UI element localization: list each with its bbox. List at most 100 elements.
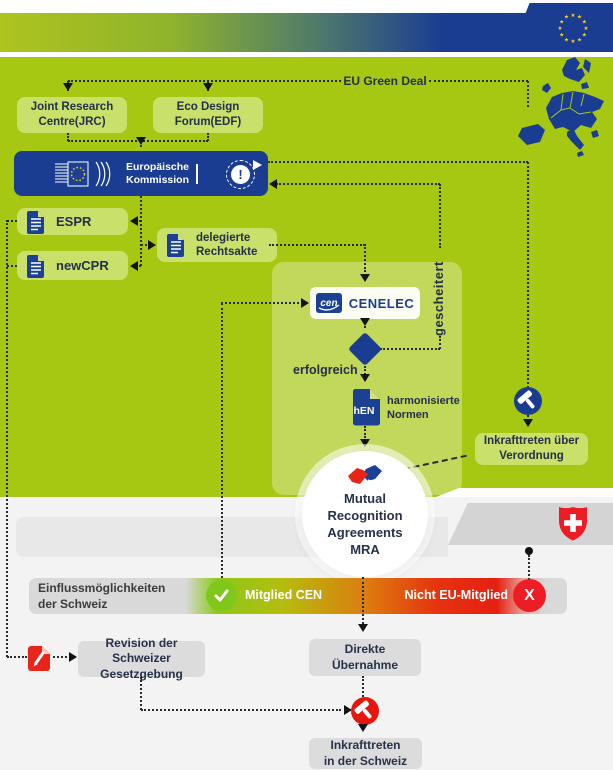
success-label: erfolgreich — [293, 363, 358, 377]
arrow-diamond — [360, 318, 370, 326]
arrow-espr — [130, 216, 138, 226]
arrow-mra-top — [360, 439, 370, 447]
arrow-into-commission — [269, 179, 277, 189]
arrow-entry — [358, 724, 368, 732]
greendeal-line-left — [68, 80, 341, 82]
arrow-revision — [69, 652, 77, 662]
svg-text:★: ★ — [564, 36, 569, 43]
svg-text:★: ★ — [571, 12, 576, 19]
failed-line-bottom — [439, 336, 441, 349]
svg-text:★: ★ — [582, 19, 587, 26]
dot-to-x-line — [528, 555, 530, 587]
document-icon — [167, 234, 184, 257]
arrow-gavel-red — [344, 705, 352, 715]
arrow-jrc — [63, 83, 73, 91]
member-cen-horiz — [221, 302, 299, 304]
pencil-icon — [28, 646, 50, 671]
x-icon: X — [513, 579, 546, 612]
document-icon — [27, 210, 44, 234]
commission-divider — [196, 163, 199, 184]
arrow-commission — [136, 137, 146, 145]
delegierte-branch — [141, 244, 147, 246]
revision-down — [140, 677, 142, 710]
svg-text:★: ★ — [577, 36, 582, 43]
arrow-cen-left — [301, 298, 309, 308]
svg-text:hEN: hEN — [354, 405, 375, 417]
failed-label: gescheitert — [431, 261, 446, 336]
commission-label: Europäische Kommission — [126, 161, 190, 186]
commission-out-arrow — [253, 160, 262, 170]
influence-bar — [29, 578, 567, 614]
swiss-shield-icon — [559, 507, 587, 541]
cen-logo-icon: cen — [315, 293, 342, 313]
ec-logo — [55, 161, 111, 186]
eu-stars-icon: ★★★ ★★★ ★★★ ★★★ — [558, 12, 589, 45]
header-gradient-bar — [0, 13, 613, 52]
failed-line-top — [439, 184, 441, 248]
cen-drop — [364, 244, 366, 272]
svg-text:★: ★ — [571, 38, 576, 45]
alert-icon: ! — [226, 160, 255, 189]
greendeal-line-right — [429, 80, 528, 82]
hen-label: harmonisierte Normen — [387, 395, 460, 422]
europe-map — [518, 57, 604, 157]
hen-document-icon: hEN — [353, 389, 380, 426]
arrow-delegierte — [148, 240, 156, 250]
left-long-line — [6, 220, 8, 657]
svg-text:★: ★ — [564, 14, 569, 21]
espr-branch — [136, 220, 141, 222]
failed-return-line — [276, 183, 440, 185]
espr-left-line — [7, 220, 17, 222]
svg-text:★: ★ — [577, 14, 582, 21]
newcpr-branch — [136, 265, 141, 267]
check-icon — [206, 580, 237, 611]
diamond-to-hen — [364, 366, 366, 378]
svg-text:★: ★ — [584, 25, 589, 32]
node-cenelec: cen CENELEC — [310, 287, 420, 319]
pencil-to-revision — [53, 656, 67, 658]
node-newcpr: newCPR — [17, 251, 128, 280]
gavel-to-reg — [527, 415, 529, 421]
node-espr: ESPR — [17, 208, 128, 235]
svg-text:★: ★ — [582, 32, 587, 39]
arrow-regulation — [523, 419, 533, 427]
mra-label: Mutual Recognition Agreements MRA — [327, 491, 403, 557]
green-deal-label: EU Green Deal — [343, 74, 427, 88]
svg-text:★: ★ — [558, 25, 563, 32]
swiss-tab — [448, 503, 613, 545]
member-cen-label: Mitglied CEN — [245, 588, 323, 602]
arrow-hen — [360, 374, 370, 382]
document-icon — [27, 254, 44, 278]
swiss-connector-dot — [525, 547, 533, 555]
arrow-edf — [203, 83, 213, 91]
failed-line-horiz — [380, 348, 440, 350]
node-commission: Europäische Kommission — [14, 151, 268, 196]
svg-text:★: ★ — [559, 32, 564, 39]
mra-to-adoption-line — [362, 577, 364, 624]
arrow-adoption — [358, 624, 368, 632]
delegierte-to-cen — [269, 244, 365, 246]
influence-label: Einflussmöglichkeiten der Schweiz — [38, 581, 166, 611]
greendeal-drop-map — [527, 81, 529, 107]
node-mra: Mutual Recognition Agreements MRA — [302, 451, 428, 577]
gavel-icon-blue — [514, 387, 542, 415]
svg-text:cen: cen — [320, 298, 337, 309]
svg-text:★: ★ — [559, 19, 564, 26]
newcpr-left-line — [7, 265, 17, 267]
edf-down — [207, 133, 209, 141]
arrow-cen-top — [360, 274, 370, 282]
cenelec-label: CENELEC — [348, 295, 415, 311]
gavel-icon-red — [351, 697, 379, 725]
commission-drop — [140, 196, 142, 266]
handshake-icon — [348, 465, 382, 487]
member-cen-line — [221, 303, 223, 578]
regulation-line — [527, 162, 529, 388]
